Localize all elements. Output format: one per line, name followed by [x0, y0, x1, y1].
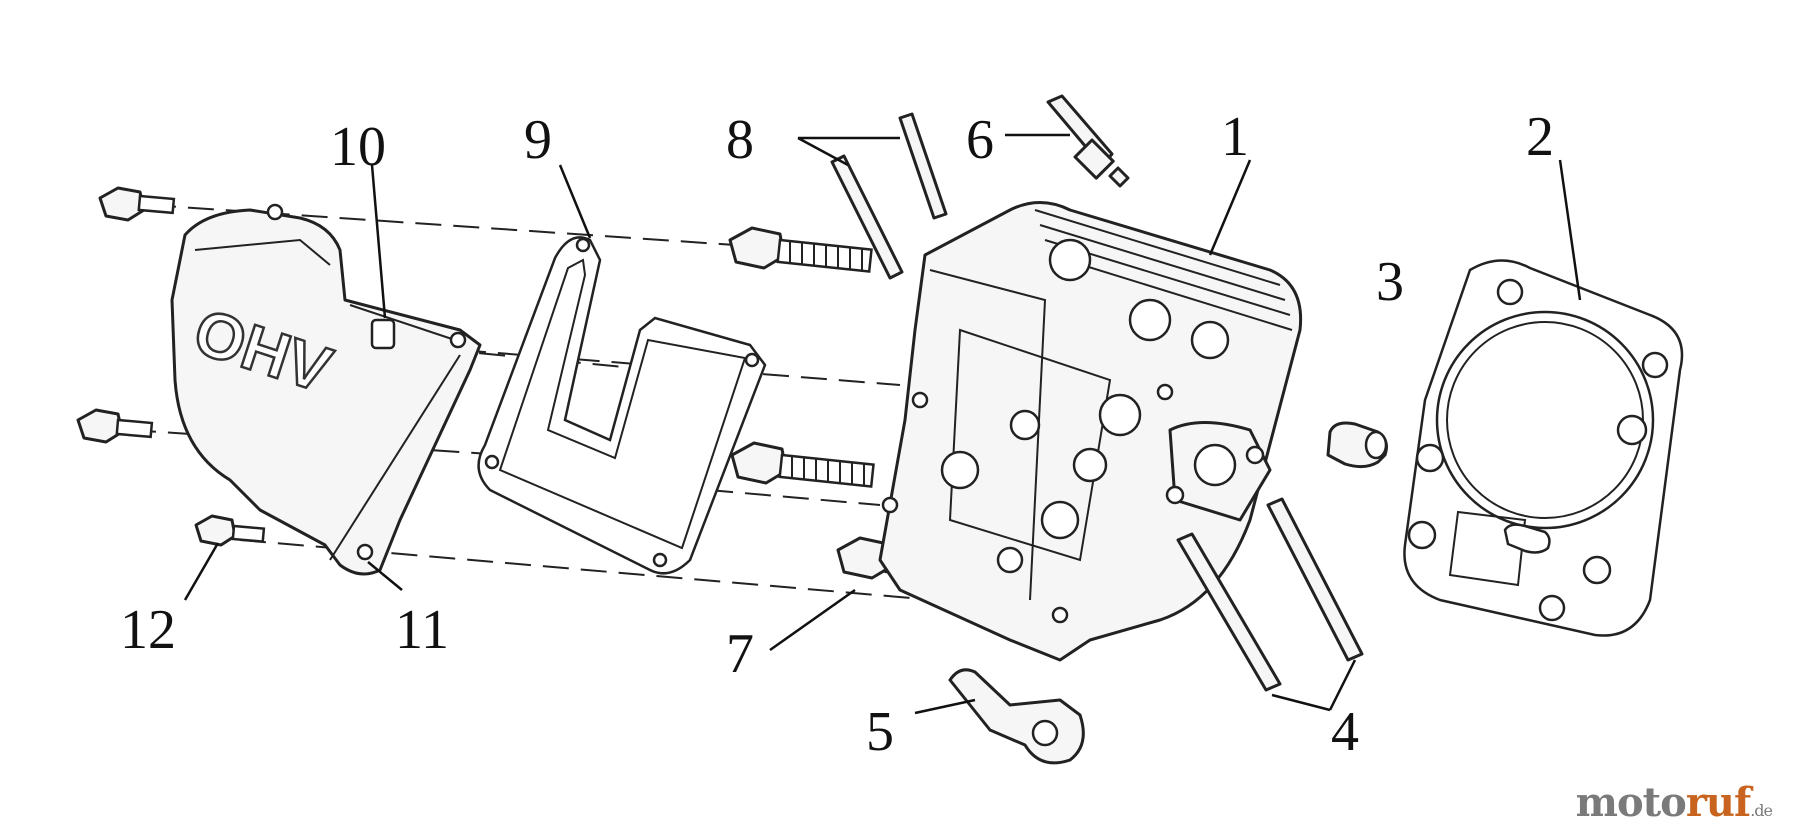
- part-9-gasket: [477, 236, 767, 575]
- part-1-cylinder-head: [878, 201, 1303, 662]
- part-2-head-gasket: [1403, 259, 1684, 637]
- callout-6: 6: [966, 109, 994, 171]
- callout-10: 10: [330, 116, 386, 178]
- callout-11: 11: [395, 599, 449, 661]
- watermark-part-1: moto: [1575, 779, 1687, 826]
- watermark-part-2: ruf: [1685, 779, 1751, 826]
- head-bolt-3: [730, 441, 875, 488]
- part-10-breather: [370, 318, 396, 350]
- part-5-bracket: [948, 668, 1085, 765]
- part-4-studs: [1176, 497, 1364, 692]
- motoruf-watermark: motoruf.de: [1575, 779, 1773, 826]
- part-11-valve-cover: OHV: [170, 203, 482, 576]
- callout-9: 9: [524, 109, 552, 171]
- head-bolt-1: [728, 226, 873, 273]
- callout-12: 12: [120, 599, 176, 661]
- cover-bolt-top: [98, 186, 176, 222]
- callout-3: 3: [1376, 251, 1404, 313]
- callout-4: 4: [1331, 701, 1359, 763]
- leader-lines: [183, 133, 1582, 715]
- callout-7: 7: [726, 623, 754, 685]
- part-6-spark-plug: [1046, 94, 1130, 188]
- part-3-dowel: [1326, 421, 1388, 469]
- part-8-studs: [830, 112, 948, 280]
- callout-1: 1: [1221, 106, 1249, 168]
- callout-5: 5: [866, 701, 894, 763]
- cover-bolt-mid-left: [76, 408, 154, 444]
- callout-2: 2: [1526, 106, 1554, 168]
- part-12-bolt: [194, 514, 266, 547]
- callout-8: 8: [726, 109, 754, 171]
- watermark-part-3: .de: [1750, 801, 1773, 820]
- callout-labels: 1 2 3 4 5 6 7 8 9 10 11 12: [120, 106, 1554, 763]
